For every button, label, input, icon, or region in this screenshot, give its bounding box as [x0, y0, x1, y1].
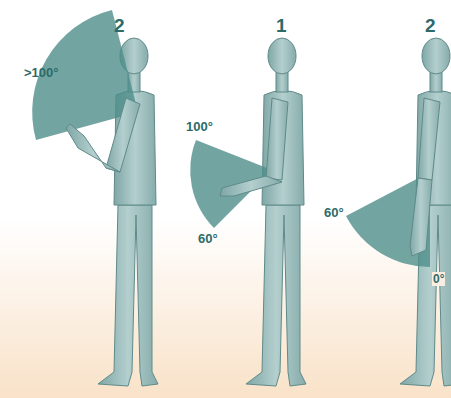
- angle-label: 0°: [432, 272, 445, 286]
- arm: [66, 98, 140, 172]
- angle-label: 60°: [324, 206, 344, 219]
- arm: [220, 98, 288, 196]
- standing-figure: [246, 38, 306, 386]
- posture-number: 1: [276, 16, 287, 35]
- posture-number: 2: [114, 16, 125, 35]
- angle-label: 60°: [198, 232, 218, 245]
- posture-number: 2: [425, 16, 436, 35]
- angle-label: >100°: [24, 66, 58, 79]
- angle-label: 100°: [186, 120, 213, 133]
- arm: [410, 98, 440, 256]
